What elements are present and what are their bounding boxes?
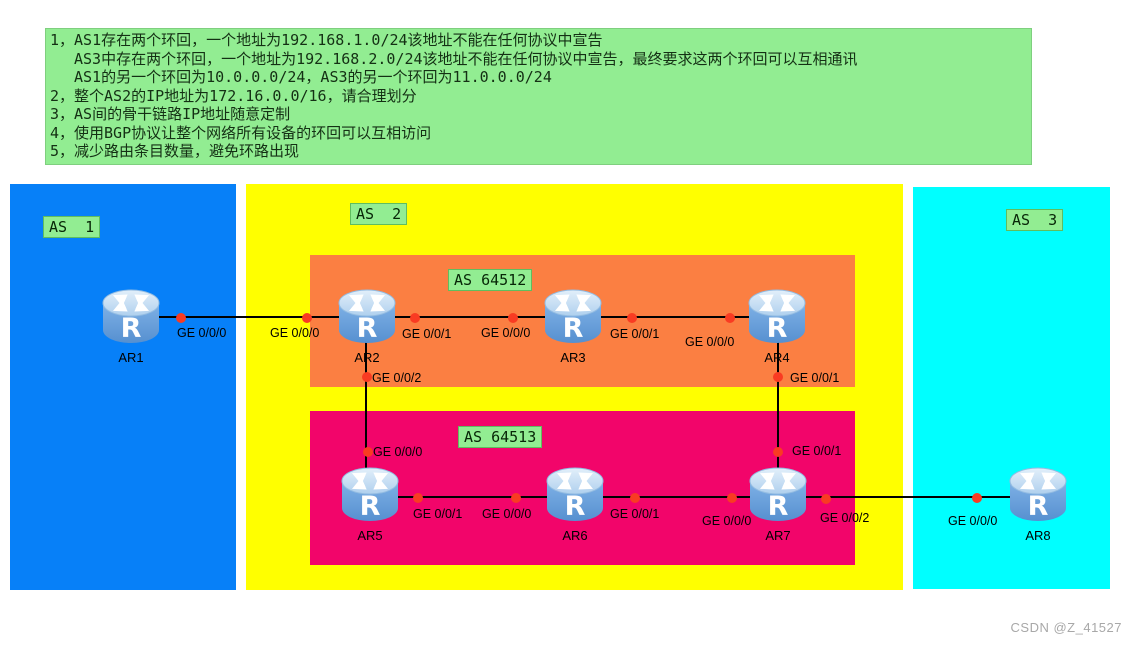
- ar5-ge001-label: GE 0/0/1: [413, 507, 463, 521]
- router-icon: [101, 288, 161, 346]
- dot-ar7-ge001: [773, 447, 783, 457]
- ar2-ge002-label: GE 0/0/2: [372, 371, 422, 385]
- ar7-ge000-label: GE 0/0/0: [702, 514, 752, 528]
- device-label-ar4: AR4: [764, 350, 790, 365]
- device-label-ar8: AR8: [1025, 528, 1051, 543]
- ar1-ge000-label: GE 0/0/0: [177, 326, 227, 340]
- ar6-ge001-label: GE 0/0/1: [610, 507, 660, 521]
- ar3-ge001-label: GE 0/0/1: [610, 327, 660, 341]
- ar4-ge000-label: GE 0/0/0: [685, 335, 735, 349]
- router-ar1: AR1: [101, 288, 161, 365]
- requirement-line-1: 1，AS1存在两个环回，一个地址为192.168.1.0/24该地址不能在任何协…: [50, 31, 603, 49]
- ar2-ge001-label: GE 0/0/1: [402, 327, 452, 341]
- ar5-ge000-label: GE 0/0/0: [373, 445, 423, 459]
- device-label-ar7: AR7: [765, 528, 791, 543]
- router-icon: [748, 466, 808, 524]
- device-label-ar5: AR5: [357, 528, 383, 543]
- router-icon: [337, 288, 397, 346]
- ar2-ge000-label: GE 0/0/0: [270, 326, 320, 340]
- router-ar2: AR2: [337, 288, 397, 365]
- dot-ar8-ge000: [972, 493, 982, 503]
- as64513-label: AS 64513: [458, 426, 543, 448]
- router-ar3: AR3: [543, 288, 603, 365]
- dot-ar7-ge000: [727, 493, 737, 503]
- router-icon: [543, 288, 603, 346]
- dot-ar2-ge002: [362, 372, 372, 382]
- as1-label: AS 1: [43, 216, 101, 238]
- link-bottom-backbone: [370, 496, 1038, 498]
- dot-ar2-ge001: [410, 313, 420, 323]
- dot-ar5-ge001: [413, 493, 423, 503]
- router-icon: [545, 466, 605, 524]
- link-top-backbone: [130, 316, 778, 318]
- dot-ar5-ge000: [363, 447, 373, 457]
- requirement-line-3: 3，AS间的骨干链路IP地址随意定制: [50, 105, 291, 123]
- device-label-ar1: AR1: [118, 350, 144, 365]
- dot-ar4-ge000: [725, 313, 735, 323]
- dot-ar7-ge002: [821, 494, 831, 504]
- csdn-watermark: CSDN @Z_41527: [1010, 620, 1122, 635]
- router-ar4: AR4: [747, 288, 807, 365]
- dot-ar6-ge000: [511, 493, 521, 503]
- as3-label: AS 3: [1006, 209, 1064, 231]
- requirement-line-5: 5，减少路由条目数量，避免环路出现: [50, 142, 300, 160]
- ar6-ge000-label: GE 0/0/0: [482, 507, 532, 521]
- router-icon: [747, 288, 807, 346]
- as1-zone: [10, 184, 236, 590]
- link-ar4-ar7: [777, 317, 779, 497]
- device-label-ar3: AR3: [560, 350, 586, 365]
- as64512-label: AS 64512: [448, 269, 533, 291]
- device-label-ar6: AR6: [562, 528, 588, 543]
- dot-ar4-ge001: [773, 372, 783, 382]
- ar7-ge001-label: GE 0/0/1: [792, 444, 842, 458]
- link-ar2-ar5: [365, 317, 367, 497]
- ar8-ge000-label: GE 0/0/0: [948, 514, 998, 528]
- dot-ar3-ge000: [508, 313, 518, 323]
- as3-zone: [913, 187, 1110, 589]
- router-ar7: AR7: [748, 466, 808, 543]
- ar3-ge000-label: GE 0/0/0: [481, 326, 531, 340]
- router-ar5: AR5: [340, 466, 400, 543]
- router-ar8: AR8: [1008, 466, 1068, 543]
- dot-ar6-ge001: [630, 493, 640, 503]
- device-label-ar2: AR2: [354, 350, 380, 365]
- requirement-line-4: 4，使用BGP协议让整个网络所有设备的环回可以互相访问: [50, 123, 432, 142]
- as2-label: AS 2: [350, 203, 408, 225]
- requirement-line-2: 2，整个AS2的IP地址为172.16.0.0/16，请合理划分: [50, 86, 417, 105]
- ar7-ge002-label: GE 0/0/2: [820, 511, 870, 525]
- router-icon: [340, 466, 400, 524]
- requirement-line-1b: AS3中存在两个环回，一个地址为192.168.2.0/24该地址不能在任何协议…: [74, 49, 858, 68]
- dot-ar3-ge001: [627, 313, 637, 323]
- requirements-box: 1，AS1存在两个环回，一个地址为192.168.1.0/24该地址不能在任何协…: [45, 28, 1032, 165]
- dot-ar2-ge000: [302, 313, 312, 323]
- requirement-line-1c: AS1的另一个环回为10.0.0.0/24，AS3的另一个环回为11.0.0.0…: [74, 68, 552, 86]
- dot-ar1-ge000: [176, 313, 186, 323]
- router-ar6: AR6: [545, 466, 605, 543]
- ar4-ge001-label: GE 0/0/1: [790, 371, 840, 385]
- router-icon: [1008, 466, 1068, 524]
